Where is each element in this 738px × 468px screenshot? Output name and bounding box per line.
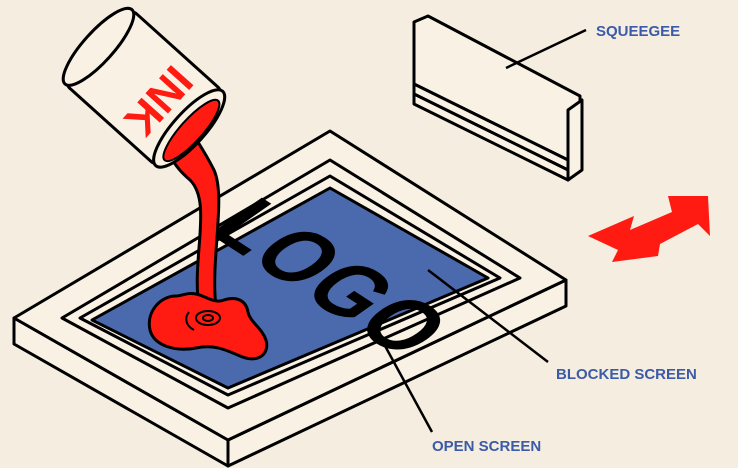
can-bottom-rim	[61, 6, 136, 87]
leader-blocked-screen	[427, 269, 549, 363]
label-blocked-screen: BLOCKED SCREEN	[556, 366, 697, 383]
squeegee-end	[566, 98, 584, 182]
squeegee-icon	[412, 14, 584, 182]
paint-can-icon: INK	[61, 6, 227, 169]
ink-puddle	[147, 291, 269, 361]
leader-open-screen	[370, 321, 434, 433]
leader-lines	[370, 28, 587, 433]
leader-squeegee	[505, 28, 587, 70]
label-squeegee: SQUEEGEE	[596, 23, 680, 40]
puddle-ripples	[185, 310, 221, 331]
can-ink-inside	[162, 98, 221, 163]
label-open-screen: OPEN SCREEN	[432, 438, 541, 455]
double-arrow-icon	[588, 196, 710, 262]
